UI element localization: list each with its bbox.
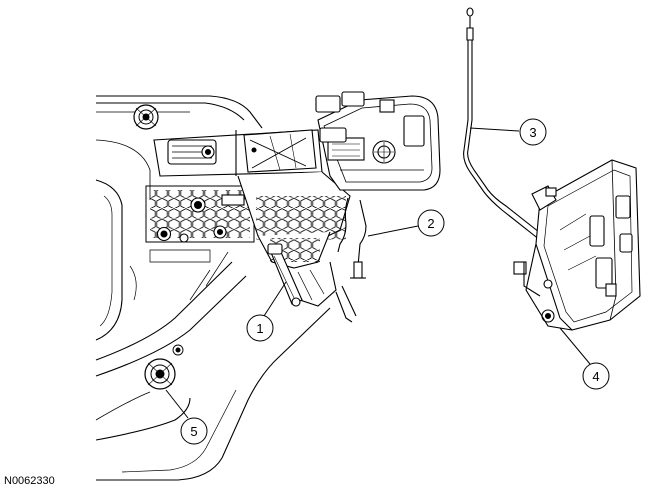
callout-5: 5 (180, 417, 208, 445)
check-arm-fastener (144, 344, 184, 390)
figure-id-label: N0062330 (4, 475, 55, 487)
callout-3-label: 3 (529, 125, 536, 140)
callout-4: 4 (582, 362, 610, 390)
callout-1-label: 1 (256, 321, 263, 336)
leader-line-5 (165, 389, 189, 419)
upper-panel-fastener (133, 104, 159, 130)
leader-line-1 (263, 281, 287, 317)
leader-line-3 (469, 127, 520, 132)
door-latch (513, 159, 641, 331)
door-inner-panel (95, 95, 331, 481)
inside-handle-lever (267, 243, 357, 323)
actuating-rod (463, 7, 545, 241)
leader-line-2 (367, 225, 419, 237)
callout-4-label: 4 (592, 369, 599, 384)
leader-lines (165, 127, 591, 419)
callout-2: 2 (417, 209, 445, 237)
callout-5-label: 5 (190, 424, 197, 439)
callout-2-label: 2 (427, 216, 434, 231)
callout-3: 3 (519, 118, 547, 146)
exterior-handle-housing (315, 91, 441, 191)
callout-1: 1 (246, 314, 274, 342)
leader-line-4 (559, 327, 591, 365)
release-cable (337, 197, 367, 279)
